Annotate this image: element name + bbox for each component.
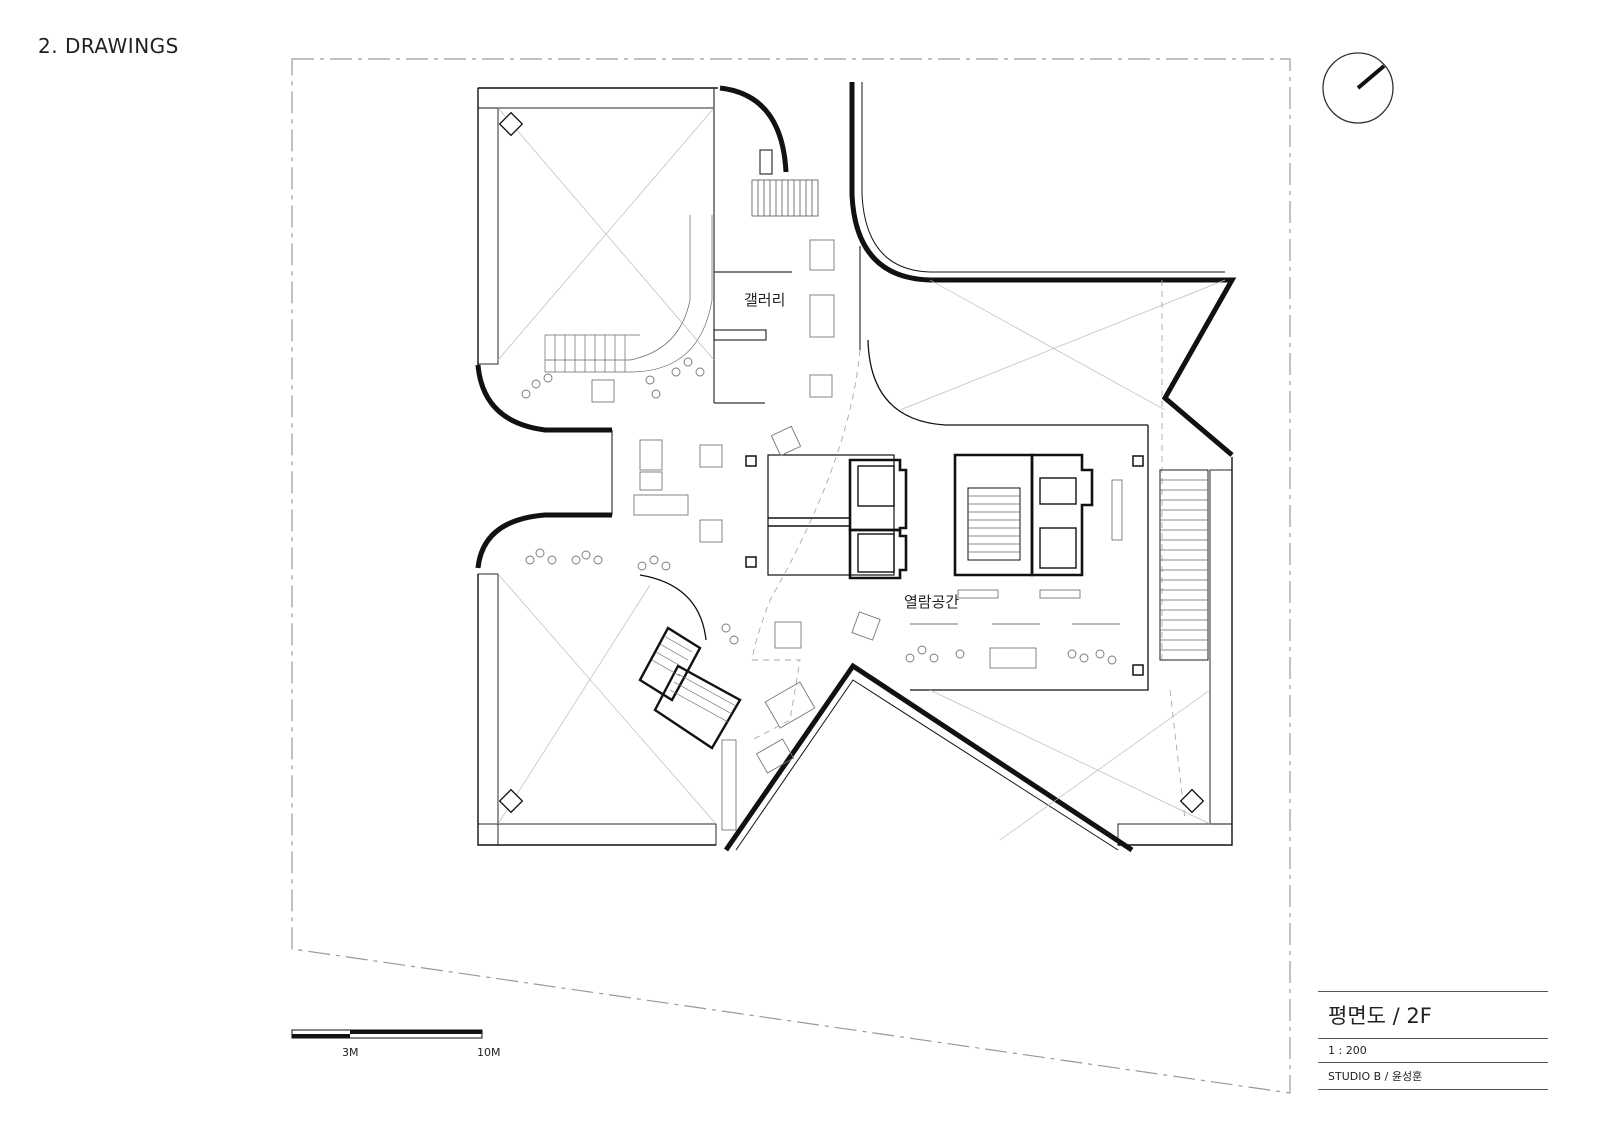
site-boundary <box>291 58 1291 1094</box>
column-markers <box>498 111 1205 814</box>
scale-label-10m: 10M <box>477 1046 501 1059</box>
drawing-scale: 1 : 200 <box>1328 1044 1367 1057</box>
service-core <box>767 453 1094 580</box>
stair-southwest-treads <box>651 635 737 723</box>
gallery-walls <box>713 88 861 404</box>
void-diagonals <box>497 107 1226 841</box>
furniture <box>521 239 1123 831</box>
stair-curved-northwest <box>544 215 713 373</box>
square-columns <box>745 455 1144 676</box>
stair-east <box>1159 469 1209 661</box>
stair-southwest <box>638 626 742 750</box>
stair-north <box>751 179 819 217</box>
building-outline <box>475 82 1237 853</box>
drawing-author: STUDIO B / 윤성훈 <box>1328 1070 1423 1083</box>
drawing-title: 평면도 / 2F <box>1328 1004 1432 1028</box>
scale-label-3m: 3M <box>342 1046 359 1059</box>
sheet-section-title: 2. DRAWINGS <box>38 34 179 58</box>
north-arrow-icon <box>1322 52 1394 124</box>
scale-bar <box>291 1029 483 1039</box>
title-block: 평면도 / 2F 1 : 200 STUDIO B / 윤성훈 <box>1318 991 1548 1090</box>
room-label-reading-space: 열람공간 <box>904 593 959 611</box>
room-label-gallery: 갤러리 <box>744 291 785 309</box>
stair-core-treads <box>968 495 1020 553</box>
